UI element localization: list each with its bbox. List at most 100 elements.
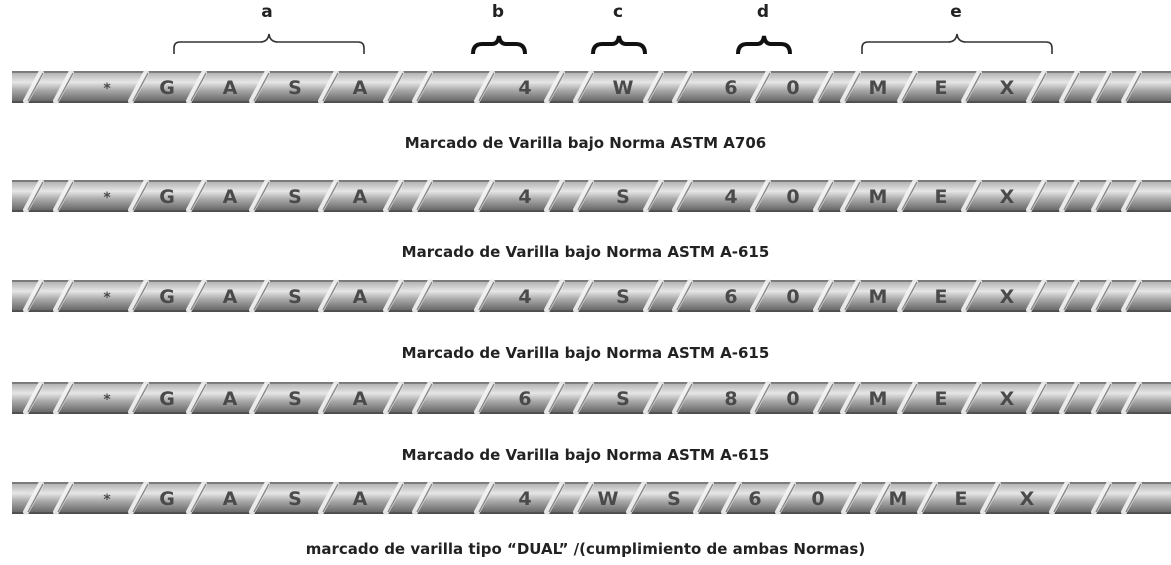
rebar-rib: [961, 179, 982, 213]
rebar-rib: [643, 381, 664, 415]
rebar-rib: [383, 481, 404, 515]
rebar-rib: [412, 179, 433, 213]
group-label-a: a: [261, 2, 273, 22]
rebar-rib: [1049, 481, 1070, 515]
rebar-mark: 4: [518, 488, 531, 510]
caption-5: marcado de varilla tipo “DUAL” /(cumplim…: [305, 540, 866, 558]
rebar-rib: [672, 70, 693, 104]
rebar-rib: [1059, 381, 1080, 415]
rebar-mark: *: [103, 290, 111, 306]
rebar-mark: 6: [518, 388, 531, 410]
rebar-mark: A: [353, 286, 368, 308]
rebar-rib: [1059, 279, 1080, 313]
rebar-mark: 6: [724, 77, 737, 99]
rebar-rib: [474, 179, 495, 213]
bracket-d: [736, 35, 792, 55]
rebar-rib: [186, 279, 207, 313]
group-label-c: c: [612, 2, 624, 22]
rebar-rib: [813, 279, 834, 313]
rebar-mark: 4: [518, 186, 531, 208]
rebar-rib: [412, 70, 433, 104]
rebar-rib: [23, 70, 44, 104]
rebar-rib: [775, 481, 796, 515]
caption-4: Marcado de Varilla bajo Norma ASTM A-615: [401, 446, 770, 464]
group-label-d: d: [756, 2, 770, 22]
rebar-rib: [249, 481, 270, 515]
rebar-rib: [249, 279, 270, 313]
rebar-mark: W: [598, 488, 619, 510]
rebar-mark: *: [103, 392, 111, 408]
rebar-mark: G: [159, 186, 175, 208]
rebar-rib: [53, 381, 74, 415]
bracket-b: [471, 35, 527, 55]
rebar-mark: M: [869, 77, 888, 99]
rebar-rib: [840, 179, 861, 213]
rebar-rib: [643, 70, 664, 104]
rebar-mark: M: [869, 286, 888, 308]
bracket-c: [591, 35, 647, 55]
rebar-mark: S: [616, 186, 630, 208]
rebar-mark: A: [223, 286, 238, 308]
rebar-rib: [23, 179, 44, 213]
rebar-rib: [186, 481, 207, 515]
rebar-mark: G: [159, 286, 175, 308]
rebar-rib: [750, 279, 771, 313]
rebar-rib: [897, 279, 918, 313]
rebar-rib: [186, 179, 207, 213]
rebar-mark: X: [1000, 286, 1015, 308]
rebar-rib: [544, 70, 565, 104]
rebar-mark: G: [159, 388, 175, 410]
rebar-mark: A: [353, 388, 368, 410]
rebar-rib: [672, 279, 693, 313]
rebar-mark: X: [1000, 77, 1015, 99]
rebar-rib: [1059, 179, 1080, 213]
rebar-mark: *: [103, 190, 111, 206]
rebar-rib: [870, 481, 891, 515]
rebar-mark: *: [103, 492, 111, 508]
rebar-rib: [23, 381, 44, 415]
rebar-rib: [474, 70, 495, 104]
rebar-rib: [750, 70, 771, 104]
rebar-rib: [750, 179, 771, 213]
rebar-rib: [813, 179, 834, 213]
rebar-rib: [1121, 70, 1142, 104]
rebar-rib: [1026, 381, 1047, 415]
rebar-mark: E: [935, 286, 948, 308]
rebar-rib: [544, 179, 565, 213]
rebar-mark: A: [223, 388, 238, 410]
rebar-rib: [721, 481, 742, 515]
rebar-rib: [249, 179, 270, 213]
rebar-rib: [128, 70, 149, 104]
rebar-rib: [1059, 70, 1080, 104]
rebar-rib: [917, 481, 938, 515]
rebar-rib: [186, 381, 207, 415]
rebar-rib: [249, 381, 270, 415]
rebar-mark: S: [616, 286, 630, 308]
group-label-b: b: [491, 2, 505, 22]
rebar-rib: [412, 381, 433, 415]
rebar-rib: [897, 381, 918, 415]
rebar-rib: [1121, 179, 1142, 213]
rebar-mark: A: [353, 186, 368, 208]
rebar-rib: [474, 279, 495, 313]
rebar-mark: G: [159, 488, 175, 510]
rebar-rib: [383, 381, 404, 415]
rebar-mark: X: [1020, 488, 1035, 510]
rebar-mark: S: [288, 488, 302, 510]
rebar-rib: [128, 279, 149, 313]
rebar-rib: [573, 381, 594, 415]
rebar-rib: [474, 481, 495, 515]
rebar-rib: [1091, 70, 1112, 104]
bracket-a: [173, 33, 365, 54]
rebar-rib: [544, 481, 565, 515]
rebar-rib: [128, 179, 149, 213]
rebar-mark: S: [288, 77, 302, 99]
rebar-mark: A: [223, 186, 238, 208]
rebar-rib: [128, 381, 149, 415]
rebar-rib: [318, 279, 339, 313]
rebar-rib: [318, 481, 339, 515]
rebar-rib: [840, 279, 861, 313]
